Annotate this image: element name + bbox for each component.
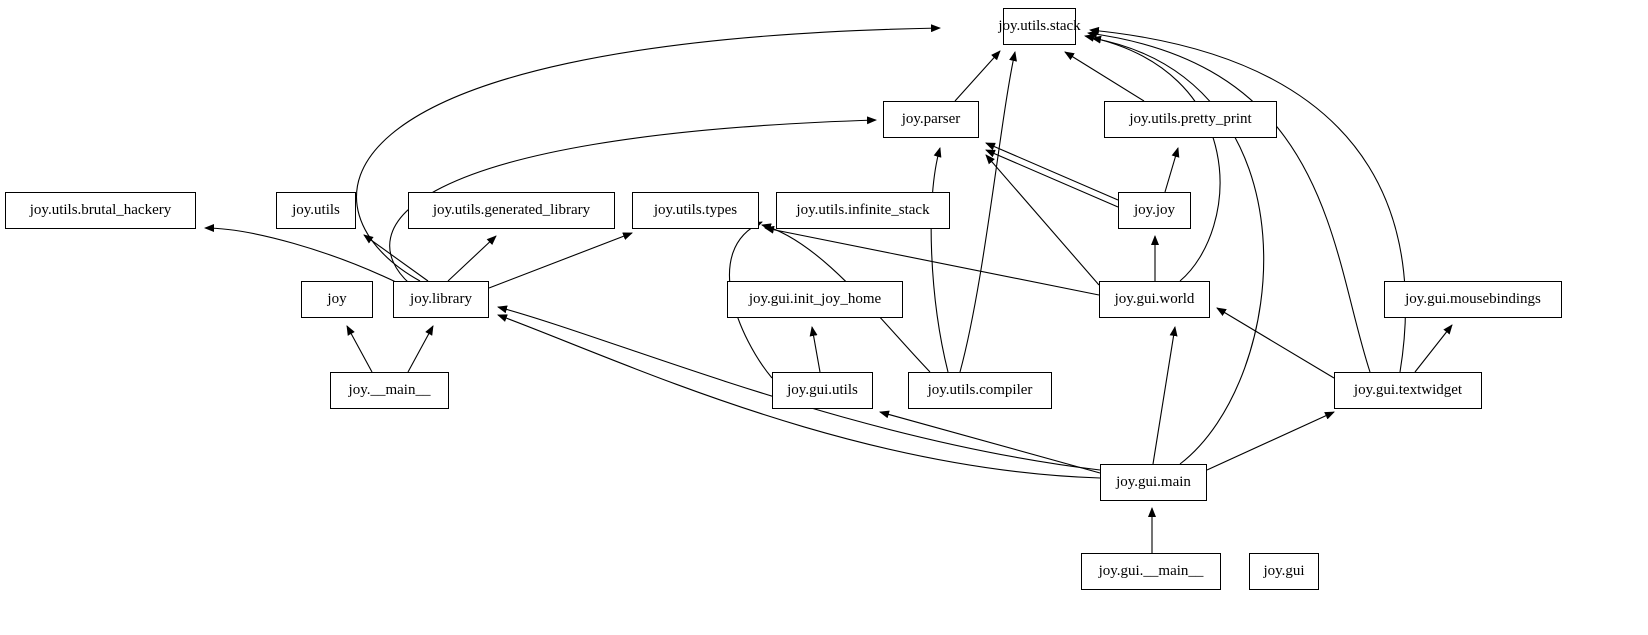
- graph-node-label: joy.__main__: [348, 382, 431, 398]
- graph-node-joy---main--[interactable]: joy.__main__: [330, 372, 449, 409]
- graph-edge: [1152, 326, 1178, 465]
- graph-edge: [497, 314, 1101, 479]
- graph-edge: [879, 410, 1101, 474]
- graph-node-label: joy.joy: [1133, 202, 1176, 218]
- graph-edge: [389, 116, 877, 285]
- graph-node-joy-joy[interactable]: joy.joy: [1118, 192, 1191, 229]
- graph-edge: [930, 147, 949, 373]
- graph-node-label: joy.library: [410, 291, 472, 307]
- graph-node-label: joy.gui.main: [1116, 474, 1191, 490]
- graph-node-label: joy.utils.types: [653, 202, 738, 218]
- graph-node-joy-utils-generated-library[interactable]: joy.utils.generated_library: [408, 192, 615, 229]
- graph-edge: [959, 51, 1017, 373]
- graph-node-label: joy.utils: [292, 202, 340, 218]
- graph-node-joy-parser[interactable]: joy.parser: [883, 101, 979, 138]
- graph-node-joy[interactable]: joy: [301, 281, 373, 318]
- graph-node-label: joy.utils.infinite_stack: [796, 202, 930, 218]
- graph-node-label: joy.gui.__main__: [1098, 563, 1204, 579]
- graph-node-joy-gui-init-joy-home[interactable]: joy.gui.init_joy_home: [727, 281, 903, 318]
- graph-edge: [346, 325, 373, 373]
- graph-node-label: joy.utils.pretty_print: [1129, 111, 1252, 127]
- graph-edge: [355, 24, 941, 282]
- graph-edge: [1084, 33, 1221, 282]
- graph-node-label: joy.gui.textwidget: [1353, 382, 1463, 398]
- graph-edge: [985, 142, 1119, 201]
- graph-node-joy-gui[interactable]: joy.gui: [1249, 553, 1319, 590]
- graph-edge: [954, 50, 1001, 102]
- graph-node-joy-utils-brutal-hackery[interactable]: joy.utils.brutal_hackery: [5, 192, 196, 229]
- graph-edge: [497, 305, 1101, 471]
- graph-node-joy-library[interactable]: joy.library: [393, 281, 489, 318]
- graph-edge: [985, 149, 1119, 208]
- graph-edge: [204, 224, 401, 285]
- graph-node-label: joy.parser: [901, 111, 961, 127]
- graph-node-label: joy.gui.utils: [787, 382, 858, 398]
- graph-node-joy-gui-utils[interactable]: joy.gui.utils: [772, 372, 873, 409]
- graph-edge: [407, 325, 434, 373]
- graph-node-joy-utils-compiler[interactable]: joy.utils.compiler: [908, 372, 1052, 409]
- graph-edge: [447, 235, 497, 282]
- graph-node-label: joy.utils.generated_library: [432, 202, 591, 218]
- graph-node-label: joy.gui.init_joy_home: [748, 291, 882, 307]
- graph-node-joy-gui---main--[interactable]: joy.gui.__main__: [1081, 553, 1221, 590]
- graph-node-label: joy.utils.stack: [998, 18, 1081, 34]
- graph-node-joy-utils-types[interactable]: joy.utils.types: [632, 192, 759, 229]
- graph-node-joy-utils-stack[interactable]: joy.utils.stack: [998, 8, 1081, 45]
- graph-edge: [1206, 411, 1335, 471]
- graph-node-label: joy: [327, 291, 347, 307]
- graph-edge: [1414, 324, 1453, 373]
- graph-node-joy-gui-textwidget[interactable]: joy.gui.textwidget: [1334, 372, 1482, 409]
- graph-node-label: joy.utils.brutal_hackery: [29, 202, 172, 218]
- graph-edge: [363, 234, 429, 282]
- graph-node-joy-gui-mousebindings[interactable]: joy.gui.mousebindings: [1384, 281, 1562, 318]
- graph-edge: [985, 154, 1100, 286]
- graph-node-joy-gui-main[interactable]: joy.gui.main: [1100, 464, 1207, 501]
- graph-edge: [1164, 147, 1180, 193]
- graph-edge: [1087, 30, 1371, 373]
- graph-node-joy-gui-world[interactable]: joy.gui.world: [1099, 281, 1210, 318]
- graph-node-joy-utils-infinite-stack[interactable]: joy.utils.infinite_stack: [776, 192, 950, 229]
- graph-node-joy-utils[interactable]: joy.utils: [276, 192, 356, 229]
- graph-node-label: joy.gui.mousebindings: [1405, 291, 1541, 307]
- graph-edge: [809, 326, 821, 373]
- graph-node-label: joy.gui.world: [1114, 291, 1195, 307]
- graph-edge: [1216, 307, 1335, 379]
- graph-edge: [1064, 51, 1145, 102]
- graph-node-label: joy.utils.compiler: [927, 382, 1033, 398]
- graph-edge: [488, 232, 633, 289]
- graph-node-joy-utils-pretty-print[interactable]: joy.utils.pretty_print: [1104, 101, 1277, 138]
- graph-edge: [1091, 35, 1265, 465]
- graph-node-label: joy.gui: [1263, 563, 1305, 579]
